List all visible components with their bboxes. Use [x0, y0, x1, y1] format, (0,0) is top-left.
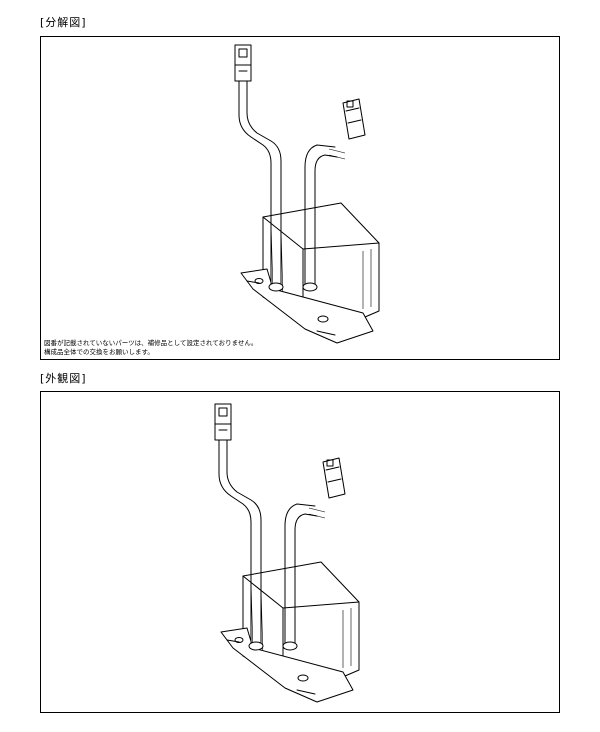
exploded-view-drawing [234, 44, 380, 344]
housing-flange [240, 268, 374, 344]
exploded-view-panel: 図番が記載されていないパーツは、補修品として設定されておりません。 構成品全体で… [40, 36, 560, 360]
parts-note-line2: 構成品全体での交換をお願いします。 [44, 347, 154, 356]
cable-right [284, 503, 316, 647]
connector-side [342, 98, 366, 140]
external-view-heading: [外観図] [40, 372, 87, 385]
external-view-panel [40, 391, 560, 713]
external-view-drawing [214, 403, 360, 703]
parts-note: 図番が記載されていないパーツは、補修品として設定されておりません。 構成品全体で… [44, 339, 257, 356]
housing-flange [220, 627, 354, 703]
cable-left [218, 437, 252, 647]
cable-right [304, 144, 336, 288]
exploded-view-heading: [分解図] [40, 16, 87, 29]
connector-upper [214, 403, 232, 441]
connector-upper [234, 44, 252, 82]
parts-note-line1: 図番が記載されていないパーツは、補修品として設定されておりません。 [44, 339, 258, 347]
connector-side [322, 457, 346, 499]
cable-left [238, 78, 272, 288]
